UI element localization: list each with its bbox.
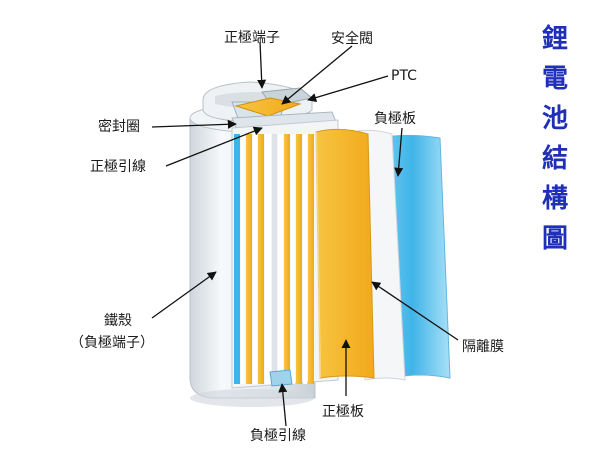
title-char-2: 電 — [541, 64, 568, 94]
label-positive-lead: 正極引線 — [90, 159, 146, 175]
label-negative-plate: 負極板 — [374, 111, 416, 127]
leader-lines — [151, 41, 459, 427]
title-char-5: 構 — [541, 184, 568, 214]
negative-lead-tab — [269, 369, 293, 387]
electrode-roll — [234, 134, 314, 384]
title-char-1: 鋰 — [541, 24, 568, 54]
label-safety-valve: 安全閥 — [331, 31, 373, 47]
label-positive-terminal: 正極端子 — [224, 30, 280, 46]
label-steel-case: 鐵殼 — [104, 313, 132, 329]
label-steel-case-sub: （負極端子） — [70, 335, 154, 351]
label-positive-plate: 正極板 — [322, 404, 364, 420]
unrolled-sheets — [315, 128, 451, 381]
title-char-6: 圖 — [541, 224, 568, 254]
label-gasket: 密封圈 — [98, 119, 140, 135]
label-separator: 隔離膜 — [462, 339, 504, 355]
label-ptc: PTC — [391, 68, 417, 84]
title-char-4: 結 — [541, 144, 568, 174]
title-char-3: 池 — [541, 104, 568, 134]
label-negative-lead: 負極引線 — [250, 428, 306, 444]
